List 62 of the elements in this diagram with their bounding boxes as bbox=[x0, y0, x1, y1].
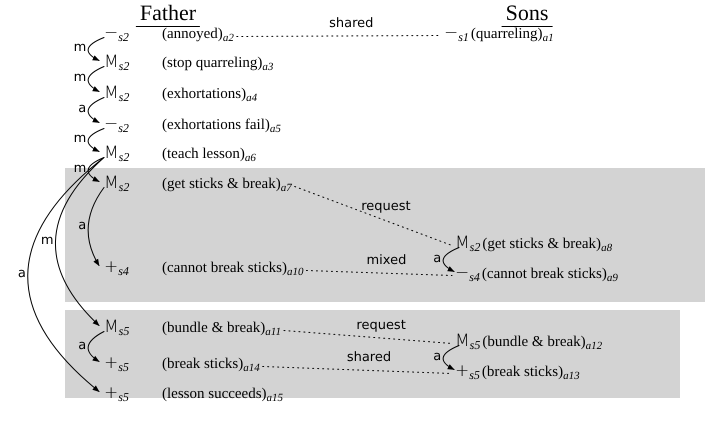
edge-label: a bbox=[78, 218, 86, 234]
state-symbol: +$_{s5}$ bbox=[103, 382, 130, 404]
event-label: (bundle & break)$_{a11}$ bbox=[162, 319, 281, 339]
event-label: (get sticks & break)$_{a7}$ bbox=[162, 175, 292, 195]
edge-label: m bbox=[74, 160, 86, 176]
arrow bbox=[88, 37, 104, 61]
state-symbol: −$_{s2}$ bbox=[103, 113, 130, 135]
column-heading: Sons bbox=[502, 0, 552, 27]
arrow bbox=[442, 345, 460, 370]
edge-label: a bbox=[433, 250, 442, 266]
arrow bbox=[55, 157, 104, 326]
event-label: (annoyed)$_{a2}$ bbox=[162, 25, 234, 45]
arrow bbox=[88, 331, 104, 362]
dotted-connector bbox=[283, 330, 452, 344]
edge-label: a bbox=[433, 348, 442, 364]
edge-label: mixed bbox=[366, 253, 406, 270]
event-label: (break sticks)$_{a14}$ bbox=[162, 355, 260, 375]
column-heading: Father bbox=[136, 0, 200, 27]
event-label: (stop quarreling)$_{a3}$ bbox=[162, 54, 274, 74]
edge-label: a bbox=[18, 266, 26, 282]
event-label: (teach lesson)$_{a6}$ bbox=[162, 145, 256, 165]
edge-label: m bbox=[74, 70, 86, 86]
event-label: (break sticks)$_{a13}$ bbox=[482, 363, 580, 383]
state-symbol: −$_{s1}$ bbox=[444, 22, 469, 44]
edge-label: a bbox=[78, 101, 86, 117]
state-symbol: −$_{s4}$ bbox=[455, 262, 480, 284]
edge-label: request bbox=[356, 318, 406, 334]
state-symbol: +$_{s4}$ bbox=[103, 256, 130, 278]
event-label: (exhortations)$_{a4}$ bbox=[162, 85, 258, 105]
edge-label: m bbox=[74, 40, 86, 56]
arrow bbox=[88, 128, 104, 152]
arrow bbox=[27, 157, 104, 392]
edge-label: shared bbox=[329, 16, 374, 32]
edge-label: a bbox=[78, 338, 86, 354]
arrow bbox=[88, 157, 104, 182]
event-label: (cannot break sticks)$_{a9}$ bbox=[482, 265, 618, 285]
state-symbol: M$_{s5}$ bbox=[455, 330, 480, 352]
state-symbol: M$_{s2}$ bbox=[103, 82, 130, 104]
state-symbol: +$_{s5}$ bbox=[103, 352, 130, 374]
arrow bbox=[442, 247, 460, 272]
state-symbol: M$_{s2}$ bbox=[103, 172, 130, 194]
state-symbol: M$_{s2}$ bbox=[455, 232, 480, 254]
state-symbol: M$_{s5}$ bbox=[103, 316, 130, 338]
event-label: (bundle & break)$_{a12}$ bbox=[482, 333, 602, 353]
state-symbol: −$_{s2}$ bbox=[103, 22, 130, 44]
arrow bbox=[88, 187, 104, 266]
arrow bbox=[88, 97, 104, 123]
event-label: (get sticks & break)$_{a8}$ bbox=[482, 235, 612, 255]
event-label: (lesson succeeds)$_{a15}$ bbox=[162, 385, 284, 405]
edge-label: shared bbox=[346, 350, 392, 366]
dotted-connector bbox=[306, 270, 452, 276]
event-label: (quarreling)$_{a1}$ bbox=[470, 25, 554, 45]
state-symbol: M$_{s2}$ bbox=[103, 51, 130, 73]
state-symbol: M$_{s2}$ bbox=[103, 142, 130, 164]
arrow bbox=[88, 66, 104, 92]
edge-label: request bbox=[361, 198, 411, 215]
state-symbol: +$_{s5}$ bbox=[455, 360, 480, 382]
edge-label: m bbox=[40, 232, 54, 248]
event-label: (exhortations fail)$_{a5}$ bbox=[162, 116, 281, 136]
edge-label: m bbox=[74, 131, 86, 147]
event-label: (cannot break sticks)$_{a10}$ bbox=[162, 259, 304, 279]
dotted-connector bbox=[294, 186, 452, 246]
